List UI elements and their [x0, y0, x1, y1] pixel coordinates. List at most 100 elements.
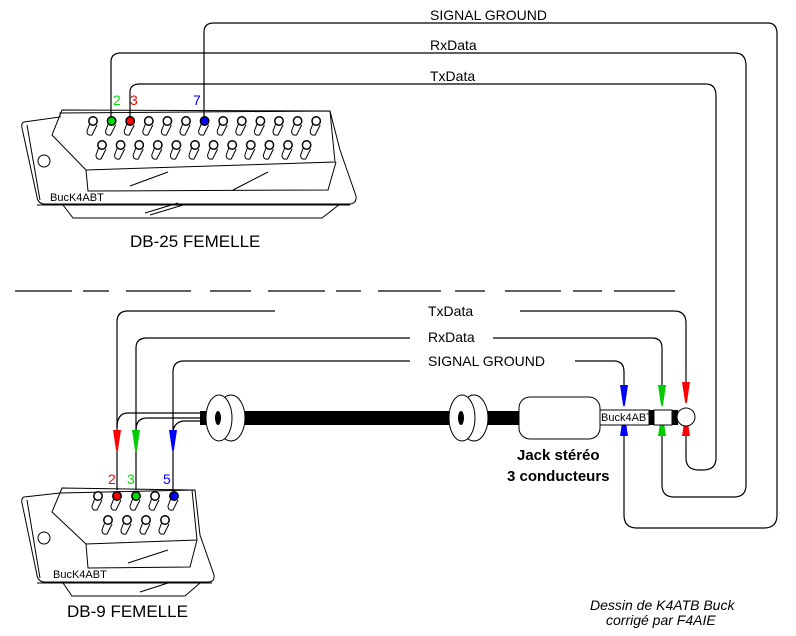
- db9-pin-5-label: 5: [163, 471, 171, 487]
- db25-pin-top-3: [125, 116, 136, 126]
- db9-title: DB-9 FEMELLE: [67, 602, 188, 621]
- db25-pin-bottom-15: [115, 140, 126, 150]
- credit-line2: corrigé par F4AIE: [606, 612, 716, 628]
- db25-pin-top-10-shadow: [253, 122, 265, 136]
- jack-arrow-tx-in: [682, 382, 690, 404]
- db9-pin-top-3-shadow: [129, 497, 141, 511]
- bottom-label-txdata: TxData: [428, 303, 473, 319]
- db9-pin-top-2-shadow: [110, 497, 122, 511]
- db25-pin-top-9: [236, 116, 247, 126]
- db9-pin-bottom-7-shadow: [120, 521, 132, 535]
- db9-pin-top-1-shadow: [91, 497, 103, 511]
- db25-pin-bottom-16: [134, 140, 145, 150]
- db25-pin-top-10: [255, 116, 266, 126]
- bottom-wire-signal-ground: [172, 360, 625, 490]
- db25-pin-bottom-24: [283, 140, 293, 150]
- db9-pin-top-2: [112, 491, 122, 501]
- jack-label-line1: Jack stéréo: [517, 447, 600, 464]
- db25-pin-top-1: [88, 116, 98, 126]
- db9-pin-top-4: [150, 491, 160, 501]
- bottom-wire-txdata: [116, 310, 687, 490]
- db9-pin-top-5-shadow: [167, 497, 179, 511]
- bottom-label-rxdata: RxData: [428, 329, 475, 345]
- db9-pin-top-5: [169, 491, 179, 501]
- ferrite-right: [448, 394, 489, 442]
- top-label-rxdata: RxData: [430, 37, 477, 53]
- db25-pin-bottom-23: [264, 140, 275, 150]
- db9-pin-holes: [91, 491, 179, 535]
- db25-pin-top-7: [199, 116, 210, 126]
- db9-pin-bottom-8-shadow: [139, 521, 151, 535]
- db25-pin-top-11-shadow: [272, 122, 284, 136]
- top-label-txdata: TxData: [430, 68, 475, 84]
- db9-pin-top-1: [93, 491, 103, 501]
- db25-pin-bottom-24-shadow: [281, 146, 293, 160]
- db25-title: DB-25 FEMELLE: [130, 232, 260, 251]
- db25-pin-top-11: [274, 116, 284, 126]
- db9-pin-bottom-6-shadow: [101, 521, 113, 535]
- stereo-jack: Buck4ABT: [518, 396, 696, 440]
- db25-pin-top-12: [292, 116, 303, 126]
- ferrite-left: [205, 394, 246, 442]
- db25-pin-3-label: 3: [130, 92, 138, 108]
- db25-pin-bottom-18: [171, 140, 182, 150]
- top-label-signal-ground: SIGNAL GROUND: [430, 7, 547, 23]
- bottom-label-signal-ground: SIGNAL GROUND: [428, 353, 545, 369]
- credit-line1: Dessin de K4ATB Buck: [590, 597, 735, 613]
- db25-pin-bottom-22-shadow: [244, 146, 256, 160]
- db25-pin-top-9-shadow: [235, 122, 247, 136]
- db25-pin-bottom-22: [245, 140, 256, 150]
- jack-brand: Buck4ABT: [601, 412, 653, 424]
- db25-pin-top-5-shadow: [160, 122, 172, 136]
- db25-connector: BucK4ABT: [21, 109, 357, 219]
- db25-pin-top-8: [218, 116, 229, 126]
- db25-pin-bottom-25-shadow: [300, 146, 312, 160]
- db25-pin-bottom-25: [301, 140, 312, 150]
- db25-pin-top-2: [106, 116, 117, 126]
- db25-pin-bottom-21-shadow: [225, 146, 237, 160]
- db25-pin-top-4: [143, 116, 154, 126]
- db9-pin-3-label: 3: [127, 471, 135, 487]
- db9-pin-bottom-9-shadow: [158, 521, 170, 535]
- db25-pin-top-2-shadow: [105, 122, 117, 136]
- db25-pin-holes: [86, 116, 322, 160]
- db9-pin-2-label: 2: [108, 471, 116, 487]
- db25-pin-bottom-14: [97, 140, 107, 150]
- top-wire-txdata: [129, 83, 717, 471]
- db25-pin-top-12-shadow: [291, 122, 303, 136]
- db25-pin-7-label: 7: [193, 92, 201, 108]
- jack-arrow-ground-in: [620, 385, 628, 407]
- db25-pin-top-3-shadow: [123, 122, 135, 136]
- db25-pin-bottom-19-shadow: [188, 146, 200, 160]
- db25-pin-top-8-shadow: [216, 122, 228, 136]
- db9-arrow-txdata: [113, 430, 121, 452]
- db25-pin-top-7-shadow: [198, 122, 210, 136]
- db9-pin-bottom-6: [103, 515, 113, 525]
- db25-pin-top-6: [181, 116, 191, 126]
- db25-pin-2-label: 2: [113, 92, 121, 108]
- db25-pin-bottom-18-shadow: [169, 146, 181, 160]
- db9-pin-top-3: [131, 491, 141, 501]
- db25-pin-bottom-14-shadow: [95, 146, 107, 160]
- db25-pin-bottom-19: [190, 140, 200, 150]
- top-wire-rxdata: [110, 52, 747, 498]
- db9-pin-bottom-7: [122, 515, 132, 525]
- db25-pin-top-4-shadow: [142, 122, 154, 136]
- top-wire-signal-ground: [203, 22, 778, 529]
- db9-brand: BucK4ABT: [53, 569, 107, 581]
- db25-pin-bottom-17-shadow: [151, 146, 163, 160]
- db25-pin-bottom-15-shadow: [114, 146, 126, 160]
- bottom-wire-rxdata: [135, 337, 663, 490]
- db25-pin-bottom-21: [227, 140, 238, 150]
- db9-arrow-rxdata: [132, 430, 140, 452]
- db9-pin-bottom-8: [141, 515, 151, 525]
- db25-pin-top-13: [311, 116, 322, 126]
- db25-pin-top-13-shadow: [309, 122, 321, 136]
- db25-pin-bottom-23-shadow: [262, 146, 274, 160]
- db25-pin-bottom-17: [152, 140, 163, 150]
- db9-pin-bottom-9: [160, 515, 170, 525]
- db25-pin-bottom-16-shadow: [132, 146, 144, 160]
- db25-pin-bottom-20: [208, 140, 219, 150]
- db25-pin-top-6-shadow: [179, 122, 191, 136]
